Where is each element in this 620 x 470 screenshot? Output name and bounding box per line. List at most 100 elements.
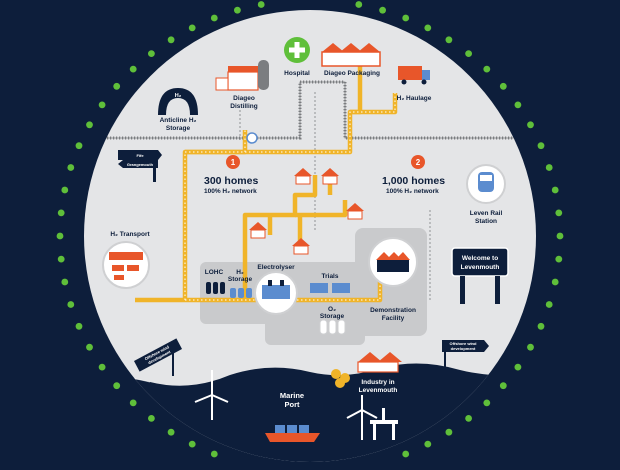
ring-dot [56, 232, 64, 240]
ring-dot [499, 382, 507, 390]
ring-dot [210, 14, 218, 22]
ring-dot [167, 36, 175, 44]
industry-components-icon [331, 369, 350, 388]
ring-dot [57, 209, 65, 217]
homes-1000-subtitle: 100% H₂ network [386, 188, 439, 195]
ring-dot [98, 363, 106, 371]
ring-dot [86, 343, 93, 351]
ring-dot [514, 363, 522, 371]
house-icon [294, 168, 312, 185]
o2-zone [265, 305, 365, 345]
o2-storage-label-1: O₂ [328, 306, 336, 313]
trials-label: Trials [322, 273, 339, 280]
ring-dot [555, 255, 563, 263]
ring-dot [527, 121, 534, 129]
badge-300-number: 1 [231, 158, 236, 167]
welcome-sign: Welcome to Levenmouth [451, 247, 509, 304]
ship-icon [265, 425, 320, 442]
ring-dot [556, 232, 564, 240]
ring-dot [483, 65, 491, 73]
diageo-packaging-icon [321, 43, 381, 67]
anticline-label-1: Anticline H₂ [160, 117, 197, 124]
ring-dot [545, 164, 553, 171]
diageo-distilling-label-1: Diageo [233, 95, 255, 102]
ring-dot [61, 186, 69, 194]
leven-rail-label-2: Station [475, 218, 497, 225]
transport-icon [102, 241, 150, 289]
welcome-line-2: Levenmouth [461, 264, 500, 271]
anticline-label-2: Storage [166, 125, 191, 132]
o2-storage-tanks-icon [319, 319, 346, 335]
ring-dot [514, 101, 522, 109]
homes-1000-title: 1,000 homes [382, 175, 445, 187]
ring-dot [148, 415, 155, 422]
hospital-label: Hospital [284, 70, 310, 77]
oil-rig-icon [370, 408, 398, 440]
ring-dot [57, 255, 65, 263]
station-marker-icon [246, 132, 258, 144]
hospital-icon [284, 37, 310, 63]
ring-dot [355, 1, 363, 8]
diageo-distilling-icon [215, 60, 269, 91]
ring-dot [499, 82, 507, 90]
badge-1000-number: 2 [416, 158, 421, 167]
electrolyser-label: Electrolyser [257, 264, 295, 271]
electrolyser-icon [254, 271, 298, 315]
ring-dot [402, 14, 410, 22]
ring-dot [424, 24, 432, 32]
sign-grangemouth-label: Grangemouth [127, 162, 154, 167]
ring-dot [188, 24, 196, 32]
house-icon [346, 203, 364, 220]
ring-dot [551, 278, 559, 286]
demo-facility-label-1: Demonstration [370, 307, 416, 314]
industry-label-1: Industry in [361, 379, 394, 386]
homes-300-title: 300 homes [204, 175, 258, 187]
demonstration-facility-icon [368, 237, 418, 287]
ring-dot [210, 450, 218, 458]
anticline-storage-icon: H₂ [158, 88, 198, 115]
offshore-right-line-2: development [451, 346, 476, 351]
ring-dot [527, 343, 534, 351]
ring-dot [555, 209, 563, 217]
leven-rail-label-1: Leven Rail [470, 210, 503, 217]
wind-turbine-icon [346, 395, 378, 440]
ring-dot [545, 301, 553, 308]
house-icon [249, 222, 267, 239]
badge-1000-homes: 2 [411, 155, 425, 169]
house-icon [321, 168, 339, 185]
homes-300-subtitle: 100% H₂ network [204, 188, 257, 195]
ring-dot [465, 50, 472, 57]
ring-dot [537, 322, 545, 330]
ring-dot [86, 121, 93, 129]
ring-dot [167, 428, 175, 436]
ring-dot [67, 164, 75, 171]
diageo-distilling-label-2: Distilling [230, 103, 257, 110]
main-circle [84, 10, 536, 462]
train-icon [466, 164, 506, 204]
ring-dot [113, 82, 121, 90]
ring-dot [445, 36, 453, 44]
ring-dot [379, 6, 386, 14]
demo-facility-label-2: Facility [382, 315, 405, 322]
ring-dot [113, 382, 121, 390]
dotted-connectors [239, 92, 431, 300]
ring-dot [67, 301, 75, 308]
h2-storage-tanks-icon [230, 288, 252, 298]
ring-dot [424, 440, 432, 448]
truck-icon [398, 66, 430, 85]
industry-icon [357, 352, 402, 373]
anticline-tank-label: H₂ [175, 93, 182, 99]
industry-label-2: Levenmouth [359, 387, 398, 394]
h2-haulage-label: H₂ Haulage [397, 95, 432, 102]
ring-dot [129, 399, 137, 407]
ring-dot [75, 142, 83, 150]
ring-dot [483, 399, 491, 407]
ring-dot [75, 322, 83, 330]
lohc-tanks-icon [206, 282, 225, 294]
h2-storage-label-1: H₂ [236, 269, 244, 276]
lohc-label: LOHC [205, 269, 224, 276]
house-icon [292, 238, 310, 255]
ring-dot [61, 278, 69, 286]
